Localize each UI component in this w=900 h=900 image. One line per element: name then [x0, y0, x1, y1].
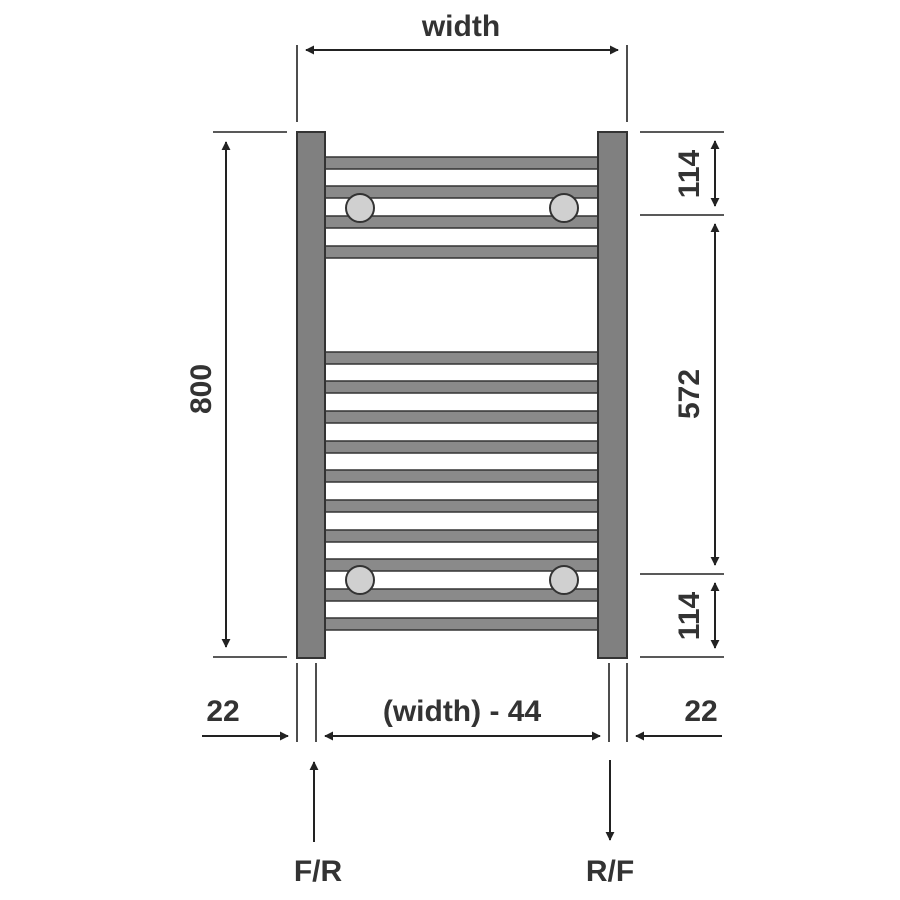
inner-width-label: (width) - 44 [383, 695, 542, 728]
top-gap-label: 114 [673, 149, 706, 198]
bracket-bottom-right-icon [549, 565, 579, 595]
rail-bar [323, 410, 601, 424]
rail-bar [323, 617, 601, 631]
rail-bar [323, 440, 601, 454]
bracket-bottom-left-icon [345, 565, 375, 595]
rail-bar [323, 351, 601, 365]
bottom-dimensions: 22 (width) - 44 22 [202, 663, 722, 742]
left-connection-label: F/R [294, 855, 343, 888]
right-connection-label: R/F [586, 855, 634, 888]
middle-gap-label: 572 [673, 369, 706, 419]
left-offset-label: 22 [206, 695, 239, 728]
right-side-rail [597, 131, 628, 659]
towel-rail [296, 131, 628, 659]
bottom-gap-label: 114 [673, 591, 706, 640]
left-side-rail [296, 131, 326, 659]
width-dimension: width [296, 10, 628, 122]
connections: F/R R/F [294, 760, 634, 888]
rail-bar [323, 469, 601, 483]
right-dimensions: 114 572 114 [640, 131, 724, 658]
rail-bar [323, 245, 601, 259]
bracket-top-left-icon [345, 193, 375, 223]
height-dimension: 800 [185, 131, 287, 658]
height-label: 800 [185, 364, 218, 414]
rail-bar [323, 156, 601, 170]
rail-bar [323, 380, 601, 394]
width-label: width [421, 10, 500, 43]
bracket-top-right-icon [549, 193, 579, 223]
rail-bar [323, 499, 601, 513]
right-offset-label: 22 [684, 695, 717, 728]
rail-bar [323, 529, 601, 543]
